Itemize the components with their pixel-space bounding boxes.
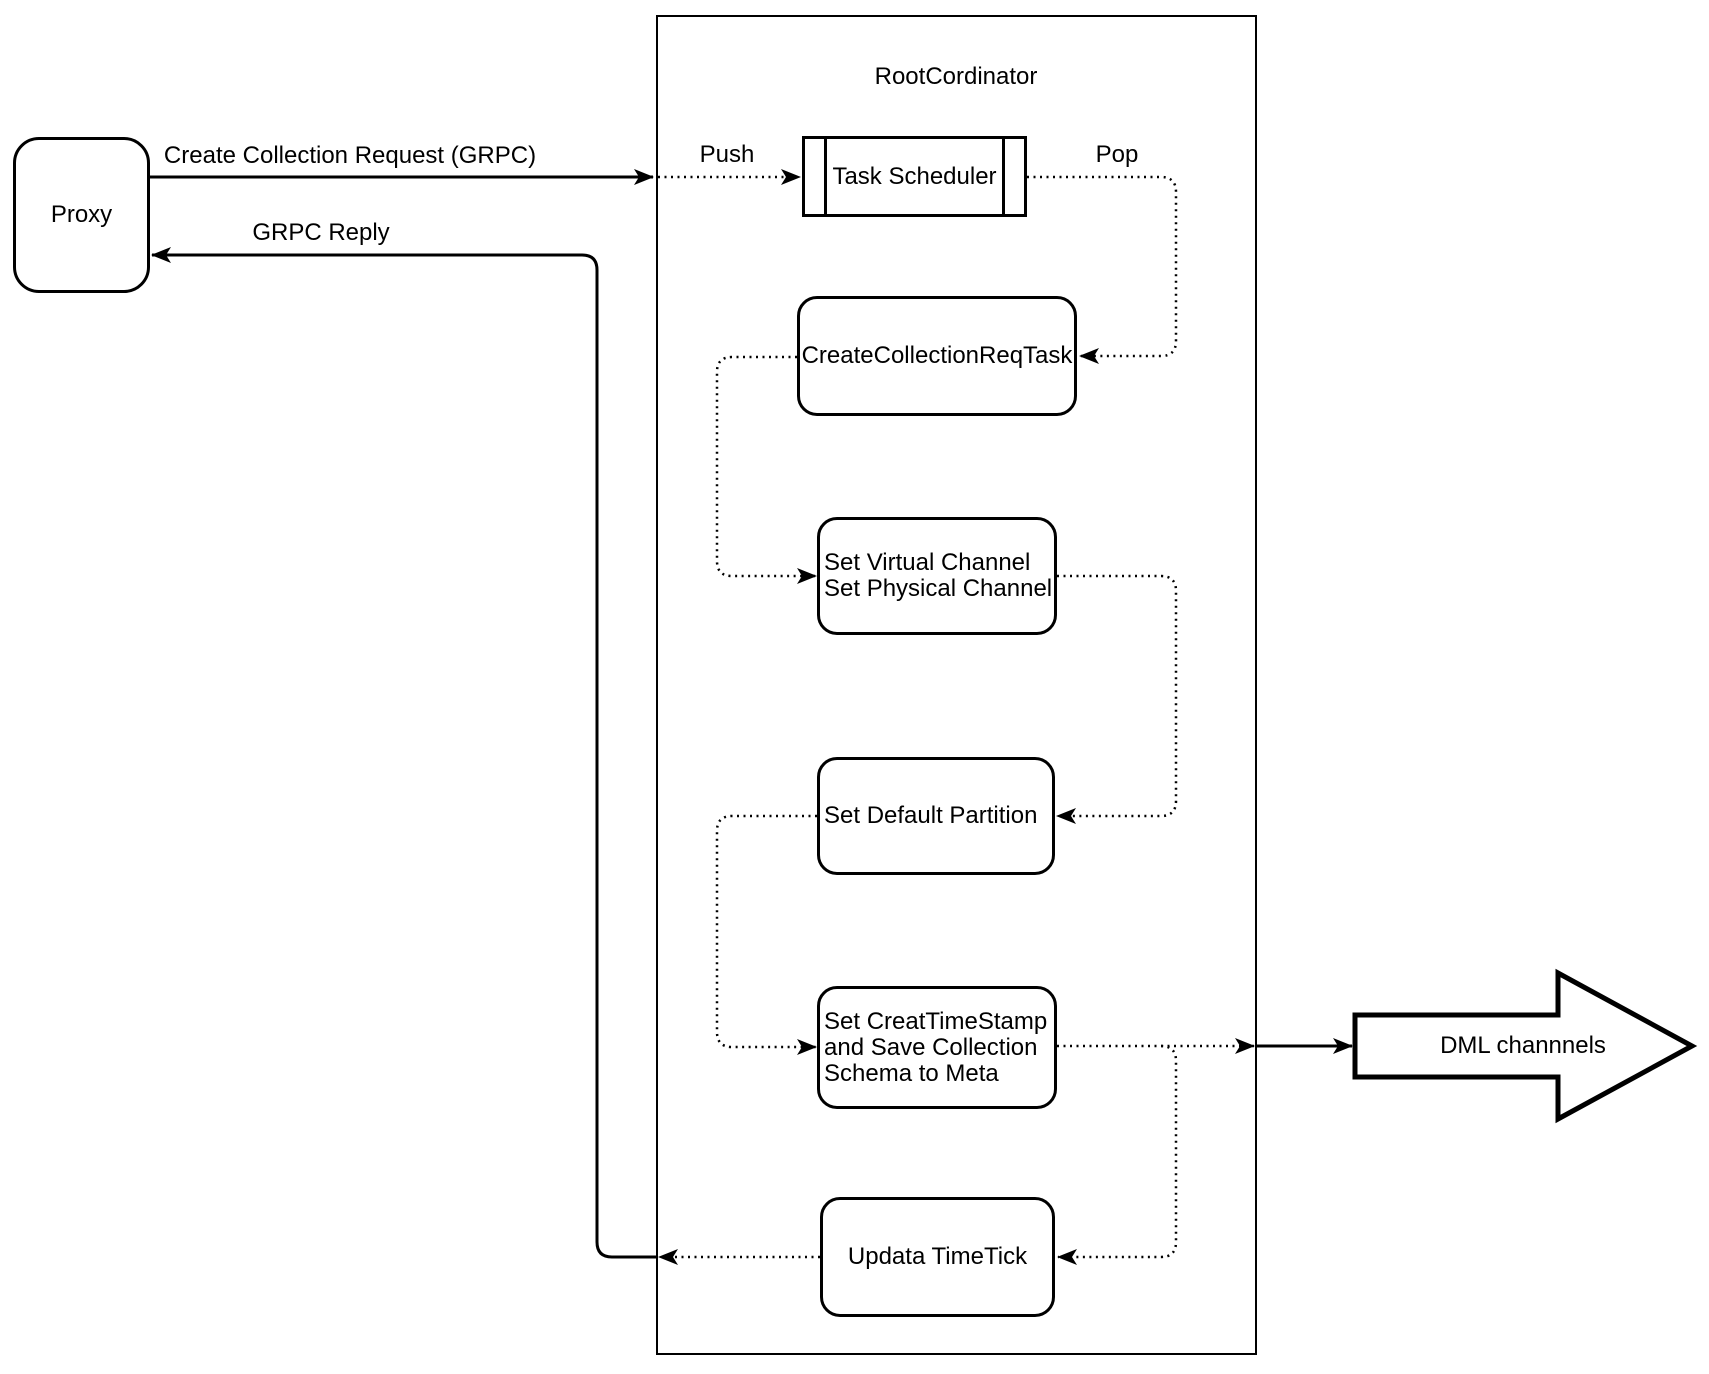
task-scheduler-bar-right xyxy=(1002,136,1005,217)
set-channel-line-2: Set Physical Channel xyxy=(824,575,1053,602)
updata-timetick-node: Updata TimeTick xyxy=(820,1197,1055,1317)
updata-timetick-label: Updata TimeTick xyxy=(847,1243,1028,1270)
set-timestamp-node: Set CreatTimeStamp and Save Collection S… xyxy=(817,986,1057,1109)
dml-channels-arrow-shape xyxy=(1352,968,1698,1124)
edge-pop xyxy=(1027,175,1178,364)
set-timestamp-line-1: Set CreatTimeStamp xyxy=(824,1007,1048,1035)
set-channel-line-1: Set Virtual Channel xyxy=(824,549,1031,576)
task-scheduler-label: Task Scheduler xyxy=(832,162,997,190)
edge-label-pop: Pop xyxy=(1095,141,1139,168)
set-channel-node: Set Virtual Channel Set Physical Channel xyxy=(817,517,1057,635)
create-collection-req-task-label: CreateCollectionReqTask xyxy=(801,342,1073,369)
dml-channels-label: DML channnels xyxy=(1440,1032,1606,1059)
proxy-label: Proxy xyxy=(50,201,113,228)
edge-reqtask-to-set-channel xyxy=(715,355,817,584)
set-default-partition-node: Set Default Partition xyxy=(817,757,1055,875)
rootcordinator-container xyxy=(656,15,1257,1355)
edge-grpc-reply xyxy=(151,247,656,1259)
rootcordinator-title: RootCordinator xyxy=(874,63,1038,90)
task-scheduler-bar-left xyxy=(824,136,827,217)
edge-label-create-collection-request: Create Collection Request (GRPC) xyxy=(163,142,537,169)
create-collection-req-task-node: CreateCollectionReqTask xyxy=(797,296,1077,416)
proxy-node: Proxy xyxy=(13,137,150,293)
edge-default-partition-to-timestamp xyxy=(715,814,817,1055)
set-timestamp-line-3: Schema to Meta xyxy=(824,1059,999,1087)
edge-label-push: Push xyxy=(699,141,755,168)
edge-timestamp-to-updata-timetick xyxy=(1057,1044,1178,1265)
set-timestamp-line-2: and Save Collection xyxy=(824,1033,1038,1061)
task-scheduler-node: Task Scheduler xyxy=(802,136,1027,217)
edge-label-grpc-reply: GRPC Reply xyxy=(252,219,390,246)
set-default-partition-label: Set Default Partition xyxy=(824,802,1038,829)
